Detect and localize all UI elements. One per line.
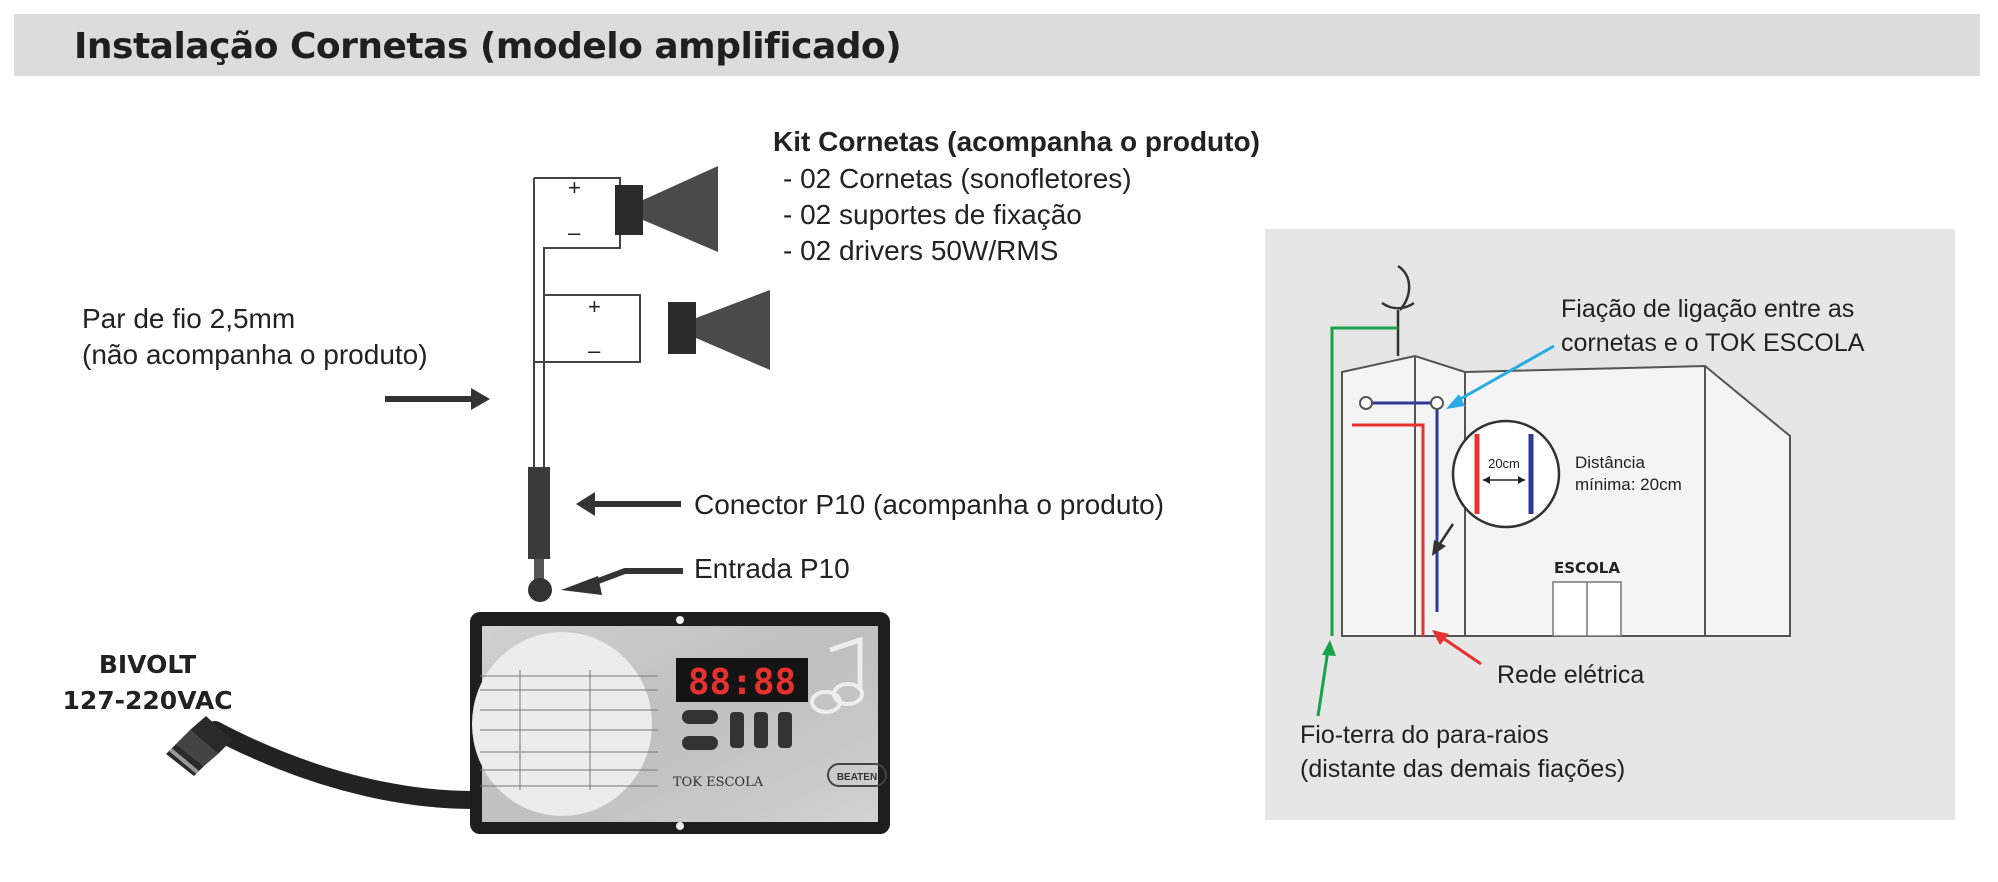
gap-label: 20cm [1488, 456, 1520, 471]
device-brand: BEATEN [837, 772, 877, 783]
page-title: Instalação Cornetas (modelo amplificado) [74, 26, 902, 67]
device-product-name: TOK ESCOLA [673, 775, 764, 790]
distance-label-line2: mínima: 20cm [1575, 475, 1682, 494]
speaker-2-minus: – [588, 338, 601, 363]
kit-item-1: - 02 Cornetas (sonofletores) [783, 163, 1132, 194]
wire-arrow-icon [385, 388, 490, 410]
kit-title: Kit Cornetas (acompanha o produto) [773, 126, 1260, 157]
input-label: Entrada P10 [694, 553, 850, 584]
speaker-1-minus: – [568, 220, 581, 245]
speaker-2-plus: + [588, 294, 601, 319]
school-sign: ESCOLA [1554, 559, 1620, 577]
school-installation-inset [1265, 229, 1955, 820]
title-bar: Instalação Cornetas (modelo amplificado) [14, 14, 1980, 76]
connector-arrow-icon [576, 492, 681, 516]
input-arrow-icon [561, 568, 683, 595]
ground-label-line1: Fio-terra do para-raios [1300, 721, 1549, 749]
ground-label-line2: (distante das demais fiações) [1300, 755, 1626, 783]
power-label-line1: BIVOLT [98, 650, 197, 679]
inset-wiring-label-line1: Fiação de ligação entre as [1561, 295, 1855, 323]
speaker-1-plus: + [568, 175, 581, 200]
power-label-line2: 127-220VAC [62, 686, 233, 715]
wire-label-line2: (não acompanha o produto) [82, 339, 428, 370]
inset-wiring-label-line2: cornetas e o TOK ESCOLA [1561, 329, 1865, 357]
speaker-wiring [533, 177, 641, 470]
horn-speaker-1 [615, 166, 718, 252]
plug-icon [166, 744, 204, 776]
kit-item-3: - 02 drivers 50W/RMS [783, 235, 1059, 266]
horn-speaker-2 [668, 290, 770, 370]
connector-label: Conector P10 (acompanha o produto) [694, 489, 1165, 520]
grid-label: Rede elétrica [1497, 661, 1645, 689]
distance-label-line1: Distância [1575, 453, 1645, 472]
wire-label-line1: Par de fio 2,5mm [82, 303, 296, 334]
p10-connector [528, 467, 550, 585]
tok-escola-device [470, 578, 890, 834]
power-cord [176, 716, 481, 809]
kit-item-2: - 02 suportes de fixação [783, 199, 1082, 230]
device-display: 88:88 [688, 662, 796, 703]
